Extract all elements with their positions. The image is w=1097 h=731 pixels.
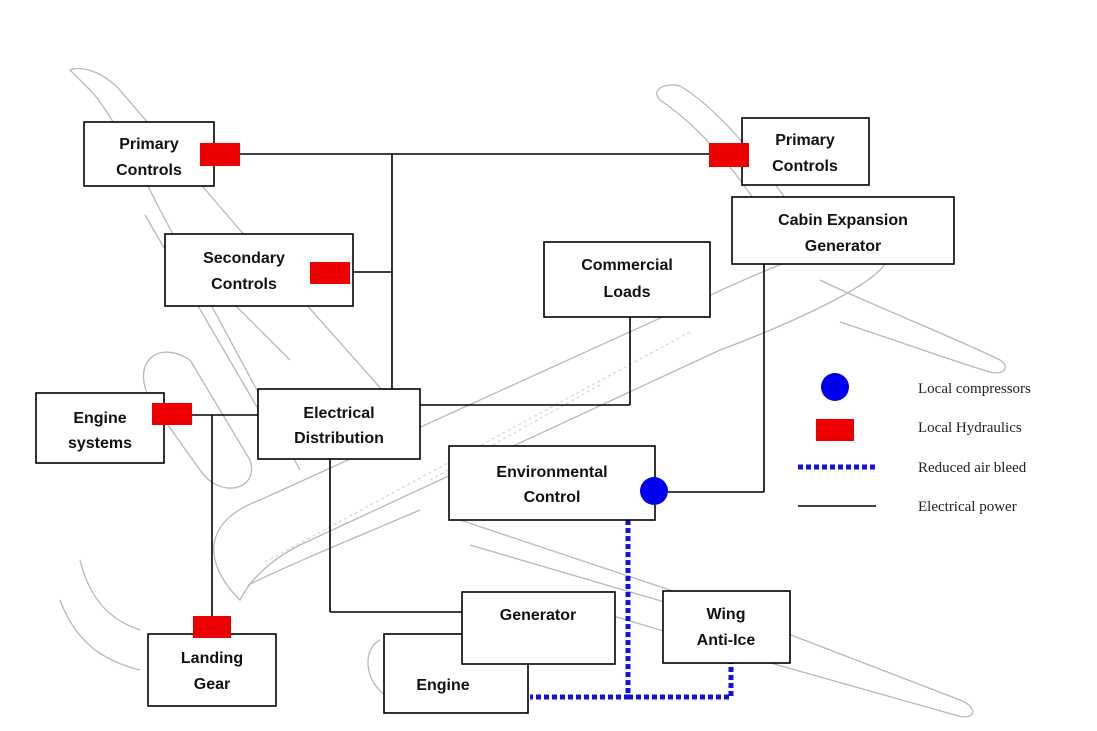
svg-text:Cabin Expansion: Cabin Expansion: [778, 212, 908, 229]
box-landing-gear: Landing Gear: [147, 633, 277, 707]
air-bleed-lines: [530, 520, 734, 700]
svg-text:Controls: Controls: [211, 276, 277, 293]
svg-text:Secondary: Secondary: [203, 250, 285, 267]
legend: Local compressors Local Hydraulics Reduc…: [798, 373, 1031, 515]
legend-hydraulics-symbol: [816, 419, 854, 441]
compressor-marker-environmental: [640, 477, 668, 505]
svg-text:Primary: Primary: [119, 136, 179, 153]
box-primary-controls-right: Primary Controls: [741, 117, 870, 186]
box-electrical-distribution: Electrical Distribution: [257, 388, 421, 460]
legend-electrical-power: Electrical power: [918, 499, 1017, 515]
box-primary-controls-left: Primary Controls: [83, 121, 215, 187]
svg-text:systems: systems: [68, 435, 132, 452]
svg-text:Controls: Controls: [772, 158, 838, 175]
svg-text:Landing: Landing: [181, 650, 243, 667]
box-cabin-expansion-generator: Cabin Expansion Generator: [731, 196, 955, 265]
hydraulics-marker-primary-right: [709, 143, 749, 167]
hydraulics-marker-landing-gear: [193, 616, 231, 638]
svg-text:Electrical: Electrical: [303, 405, 374, 422]
hydraulics-markers: [152, 143, 749, 638]
legend-local-compressors: Local compressors: [918, 381, 1031, 397]
box-generator: Generator: [461, 591, 616, 665]
box-environmental-control: Environmental Control: [448, 445, 656, 521]
svg-text:Generator: Generator: [805, 238, 881, 255]
svg-text:Engine: Engine: [73, 410, 126, 427]
svg-text:Engine: Engine: [416, 677, 469, 694]
svg-text:Wing: Wing: [707, 606, 746, 623]
hydraulics-marker-engine-systems: [152, 403, 192, 425]
svg-text:Controls: Controls: [116, 162, 182, 179]
svg-text:Control: Control: [524, 489, 581, 506]
svg-text:Generator: Generator: [500, 607, 576, 624]
svg-text:Distribution: Distribution: [294, 430, 384, 447]
hydraulics-marker-secondary: [310, 262, 350, 284]
svg-text:Commercial: Commercial: [581, 257, 673, 274]
legend-local-hydraulics: Local Hydraulics: [918, 420, 1022, 436]
box-engine: Engine: [383, 633, 529, 714]
legend-reduced-air-bleed: Reduced air bleed: [918, 460, 1027, 476]
svg-text:Environmental: Environmental: [496, 464, 607, 481]
svg-text:Primary: Primary: [775, 132, 835, 149]
legend-compressor-symbol: [821, 373, 849, 401]
svg-text:Gear: Gear: [194, 676, 230, 693]
svg-text:Anti-Ice: Anti-Ice: [697, 632, 756, 649]
box-engine-systems: Engine systems: [35, 392, 165, 464]
box-wing-anti-ice: Wing Anti-Ice: [662, 590, 791, 664]
electrical-wires: [192, 153, 765, 616]
box-commercial-loads: Commercial Loads: [543, 241, 711, 318]
svg-text:Loads: Loads: [603, 284, 650, 301]
hydraulics-marker-primary-left: [200, 143, 240, 166]
